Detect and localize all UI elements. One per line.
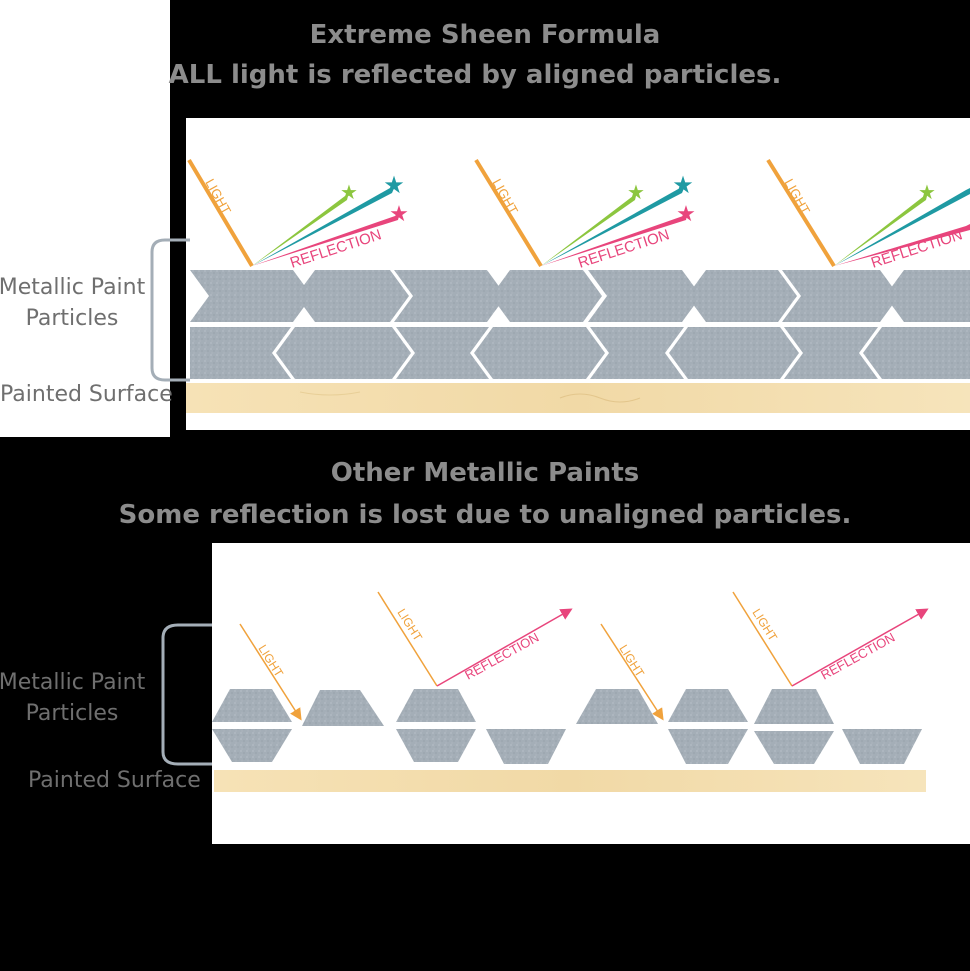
particle	[486, 729, 566, 764]
particle	[190, 270, 312, 322]
top-particles-label-line1: Metallic Paint	[0, 275, 146, 300]
light-ray	[377, 591, 438, 687]
bottom-ray-group-3	[600, 623, 664, 721]
green-star-icon: ★	[627, 182, 645, 204]
bottom-particles-label-line1: Metallic Paint	[0, 670, 146, 695]
particle	[276, 327, 411, 379]
bottom-ray-group-4	[732, 591, 929, 687]
particle	[687, 270, 797, 322]
particle	[590, 327, 684, 379]
particle	[302, 690, 384, 726]
teal-ray	[252, 186, 395, 266]
pink-star-icon: ★	[389, 201, 409, 226]
top-particles	[190, 270, 970, 379]
reflection-ray	[791, 608, 929, 687]
particle	[842, 729, 922, 764]
particle	[396, 689, 476, 722]
particle	[212, 689, 292, 722]
top-particles-label-line2: Particles	[25, 306, 119, 331]
particle	[576, 689, 658, 724]
top-title: Extreme Sheen Formula	[309, 20, 661, 50]
particle	[396, 327, 489, 379]
particle	[588, 270, 701, 322]
particle	[474, 327, 605, 379]
particle	[885, 270, 970, 322]
teal-star-icon: ★	[672, 172, 694, 199]
particle	[394, 270, 506, 322]
bottom-painted-surface	[214, 770, 926, 792]
bottom-particles	[212, 689, 922, 764]
light-ray	[187, 158, 254, 268]
particle	[669, 327, 799, 379]
top-painted-surface	[186, 383, 970, 413]
top-bracket	[150, 238, 190, 382]
light-ray	[474, 158, 543, 268]
green-star-icon: ★	[340, 182, 358, 204]
particle	[784, 327, 878, 379]
bottom-subtitle: Some reflection is lost due to unaligned…	[118, 500, 852, 530]
bottom-ray-group-2	[377, 591, 573, 687]
bottom-surface-label: Painted Surface	[28, 768, 201, 793]
top-ray-group-1: ★ ★ ★	[187, 158, 409, 268]
bottom-particles-label-line2: Particles	[25, 701, 119, 726]
top-ray-group-2: ★ ★ ★	[474, 158, 696, 268]
teal-ray	[834, 188, 970, 266]
top-particles-label: Metallic Paint Particles	[0, 272, 152, 334]
particle	[296, 270, 409, 322]
particle	[668, 689, 748, 722]
wood-grain	[299, 391, 361, 396]
bottom-ray-group-1	[239, 623, 302, 721]
reflection-ray	[436, 608, 573, 687]
bottom-bracket	[161, 623, 212, 766]
pink-star-icon: ★	[676, 201, 696, 226]
particle	[212, 729, 292, 762]
light-ray	[766, 158, 836, 268]
light-ray	[239, 623, 302, 721]
particle	[754, 689, 834, 724]
particle	[491, 270, 602, 322]
teal-ray	[541, 186, 685, 266]
particle	[190, 327, 291, 379]
particle	[754, 731, 834, 764]
bottom-title: Other Metallic Paints	[330, 458, 640, 488]
particle	[668, 729, 748, 764]
green-star-icon: ★	[918, 182, 936, 204]
top-ray-group-3: ★	[766, 158, 970, 268]
top-label-panel	[0, 0, 170, 437]
bottom-particles-label: Metallic Paint Particles	[0, 667, 152, 729]
light-ray	[600, 623, 664, 721]
particle	[396, 729, 476, 762]
top-surface-label: Painted Surface	[0, 382, 173, 407]
particle	[863, 327, 970, 379]
top-subtitle: ALL light is reflected by aligned partic…	[168, 60, 782, 90]
particle	[782, 270, 899, 322]
wood-grain	[559, 393, 641, 403]
teal-star-icon: ★	[383, 172, 405, 199]
light-ray	[732, 591, 793, 687]
